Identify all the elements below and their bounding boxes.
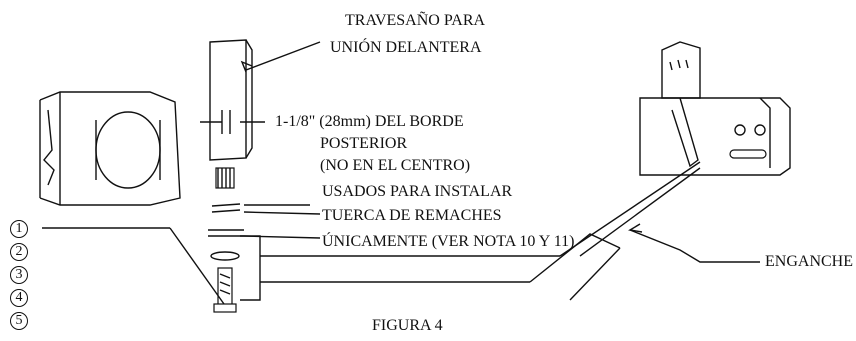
hitch-leader [628,223,760,263]
leader-lines [243,204,321,239]
used-label-line3: ÚNICAMENTE (VER NOTA 10 Y 11) [322,233,575,250]
hitch-label: ENGANCHE [765,253,853,270]
not-center-label: (NO EN EL CENTRO) [320,157,471,174]
callout-4: 4 [10,289,28,307]
crossmember-label-line1: TRAVESAÑO PARA [345,12,486,29]
dimension-arrows [200,110,265,134]
callout-2: 2 [10,243,28,261]
rivet-nut-stack [208,167,244,313]
used-label-line1: USADOS PARA INSTALAR [322,183,513,200]
hitch-bars-drawing [260,161,701,301]
crossmember-label-line2: UNIÓN DELANTERA [330,39,482,56]
posterior-label: POSTERIOR [320,135,408,152]
receiver-drawing [639,41,791,176]
callout-5: 5 [10,312,28,330]
used-label-line2: TUERCA DE REMACHES [322,207,502,224]
crossmember-drawing [209,39,321,161]
bracket-drawing [240,235,261,301]
callout-3: 3 [10,266,28,284]
frame-rail-drawing [39,91,181,206]
callout-leaders [42,227,225,305]
callout-1: 1 [10,220,28,238]
figure-caption: FIGURA 4 [372,317,443,334]
distance-label: 1-1/8" (28mm) DEL BORDE [275,113,464,130]
